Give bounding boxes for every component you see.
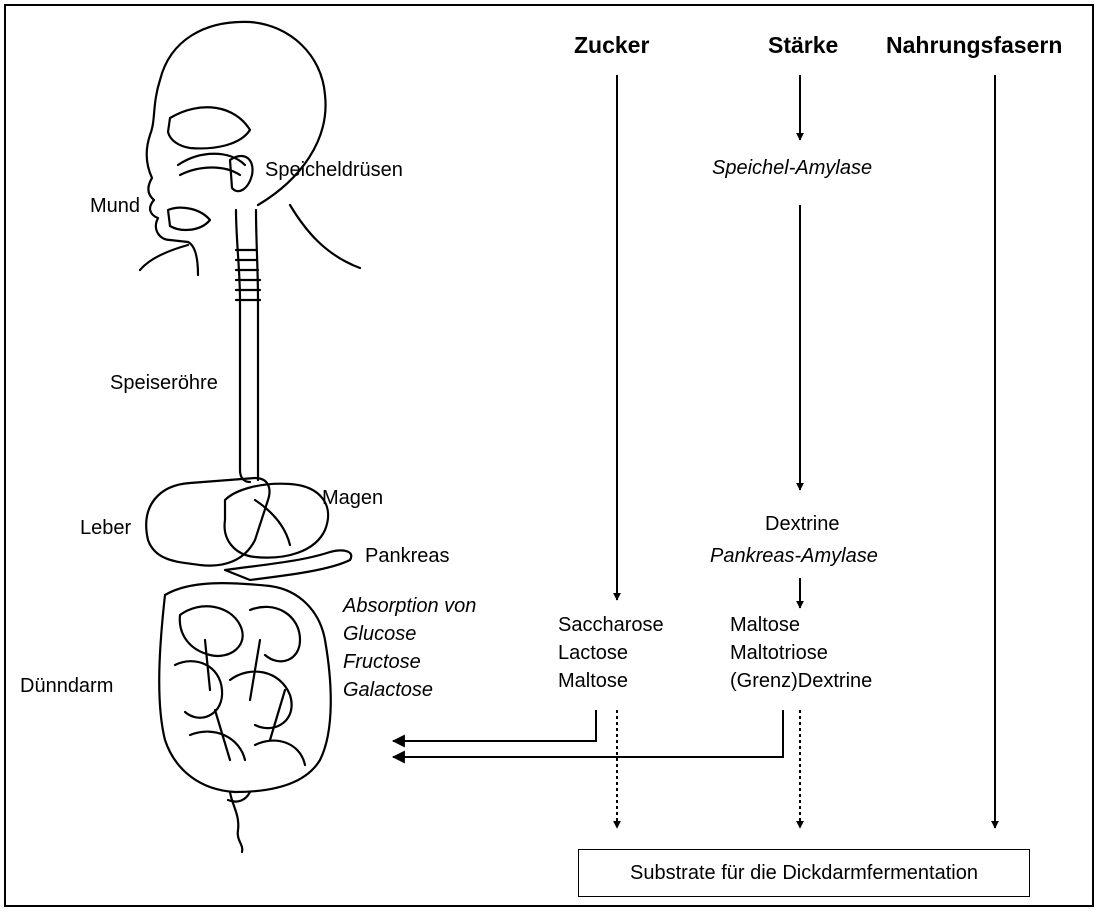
sugar-item: Saccharose bbox=[558, 611, 664, 639]
label-esophagus: Speiseröhre bbox=[110, 373, 218, 393]
pancreatic-amylase-label: Pankreas-Amylase bbox=[710, 546, 878, 566]
sugar-item: Lactose bbox=[558, 639, 664, 667]
label-salivary-glands: Speicheldrüsen bbox=[265, 160, 403, 180]
header-fiber: Nahrungsfasern bbox=[886, 34, 1062, 57]
label-pancreas: Pankreas bbox=[365, 546, 450, 566]
starch-absorption-arrow bbox=[393, 710, 783, 757]
absorption-list: Absorption von Glucose Fructose Galactos… bbox=[343, 592, 476, 704]
starch-product-item: Maltotriose bbox=[730, 639, 872, 667]
absorption-item: Fructose bbox=[343, 648, 476, 676]
sugar-item: Maltose bbox=[558, 667, 664, 695]
label-liver: Leber bbox=[80, 518, 131, 538]
label-mouth: Mund bbox=[90, 196, 140, 216]
header-sugar: Zucker bbox=[574, 34, 649, 57]
absorption-item: Galactose bbox=[343, 676, 476, 704]
colon-fermentation-label: Substrate für die Dickdarmfermentation bbox=[630, 862, 978, 885]
dextrine-label: Dextrine bbox=[765, 514, 839, 534]
label-small-intestine: Dünndarm bbox=[20, 676, 113, 696]
starch-product-item: (Grenz)Dextrine bbox=[730, 667, 872, 695]
label-stomach: Magen bbox=[322, 488, 383, 508]
header-starch: Stärke bbox=[768, 34, 838, 57]
colon-fermentation-box: Substrate für die Dickdarmfermentation bbox=[578, 849, 1030, 897]
digestive-tract-illustration bbox=[140, 22, 360, 852]
starch-products-list: Maltose Maltotriose (Grenz)Dextrine bbox=[730, 611, 872, 695]
sugars-list: Saccharose Lactose Maltose bbox=[558, 611, 664, 695]
sugar-absorption-arrow bbox=[393, 710, 596, 741]
absorption-item: Glucose bbox=[343, 620, 476, 648]
starch-product-item: Maltose bbox=[730, 611, 872, 639]
absorption-title: Absorption von bbox=[343, 592, 476, 620]
salivary-amylase-label: Speichel-Amylase bbox=[712, 158, 872, 178]
